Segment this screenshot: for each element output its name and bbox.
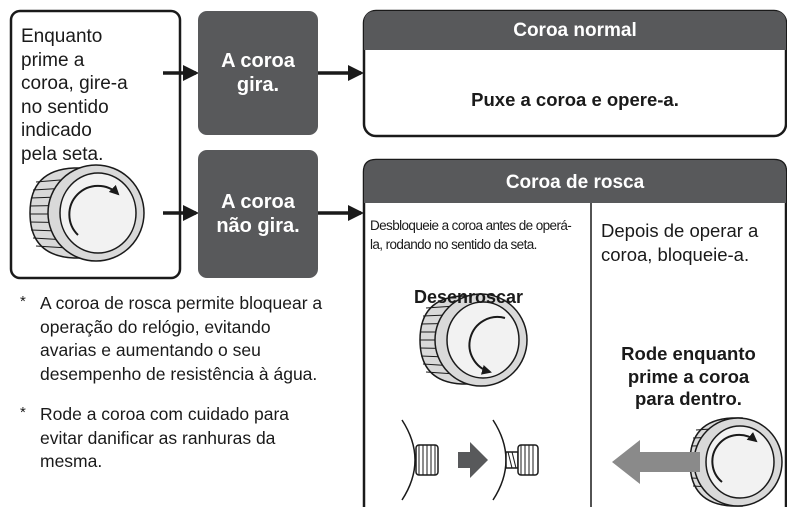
footnote-line: Rode a coroa com cuidado para (40, 404, 290, 424)
intro-line: no sentido (21, 96, 109, 118)
crown-turns-box: A coroa gira. (198, 11, 318, 135)
intro-line: Enquanto (21, 26, 103, 47)
intro-line: prime a (21, 49, 85, 71)
unlock-line: Desbloqueie a coroa antes de operá- (370, 218, 572, 233)
intro-instruction: Enquanto prime a coroa, gire-a no sentid… (21, 25, 128, 166)
lock-line: coroa, bloqueie-a. (601, 243, 750, 265)
footnote-marker: * (20, 293, 26, 310)
push-in-instruction: Rode enquanto prime a coroa para dentro. (591, 343, 786, 411)
push-in-arrow-icon (612, 440, 700, 484)
push-in-line: para dentro. (635, 388, 742, 409)
sequence-arrow-icon (458, 442, 488, 478)
lock-line: Depois de operar a (601, 220, 759, 241)
screw-panel-header (364, 160, 786, 203)
footnote-marker: * (20, 404, 26, 421)
crown-side-view-unscrewed (492, 419, 539, 501)
crown-turns-line: gira. (236, 74, 280, 96)
screw-crown-title: Coroa de rosca (505, 172, 645, 193)
crown-side-view-screwed (401, 419, 439, 501)
intro-line: coroa, gire-a (21, 73, 128, 94)
footnote-line: avarias e aumentando o seu (40, 340, 261, 360)
crown-not-turns-line: não gira. (216, 215, 300, 237)
footnote-line: desempenho de resistência à água. (40, 363, 318, 384)
unscrew-label: Desenroscar (414, 287, 524, 307)
crown-icon-intro (29, 164, 145, 262)
intro-line: pela seta. (21, 143, 104, 165)
footnote-screw-crown: * A coroa de rosca permite bloquear a op… (20, 292, 322, 386)
footnote-line: A coroa de rosca permite bloquear a (40, 293, 323, 313)
footnote-careful-rotation: * Rode a coroa com cuidado para evitar d… (20, 403, 289, 474)
crown-icon-push-in (612, 417, 783, 507)
footnote-line: evitar danificar as ranhuras da (40, 427, 276, 448)
normal-panel-header (364, 11, 786, 50)
push-in-line: prime a coroa (627, 365, 750, 387)
lock-instruction: Depois de operar a coroa, bloqueie-a. (601, 219, 758, 266)
normal-crown-instruction: Puxe a coroa e opere-a. (471, 89, 679, 110)
crown-not-turns-box: A coroa não gira. (198, 150, 318, 278)
crown-icon-unscrew (419, 293, 528, 387)
footnote-line: operação do relógio, evitando (40, 316, 271, 337)
intro-line: indicado (21, 120, 92, 141)
crown-not-turns-line: A coroa (221, 191, 295, 213)
crown-turns-line: A coroa (221, 50, 295, 72)
normal-crown-title: Coroa normal (513, 20, 637, 41)
unlock-instruction: Desbloqueie a coroa antes de operá- la, … (370, 216, 572, 254)
unlock-line: la, rodando no sentido da seta. (370, 237, 537, 252)
footnote-line: mesma. (40, 451, 103, 471)
push-in-line: Rode enquanto (621, 343, 756, 364)
